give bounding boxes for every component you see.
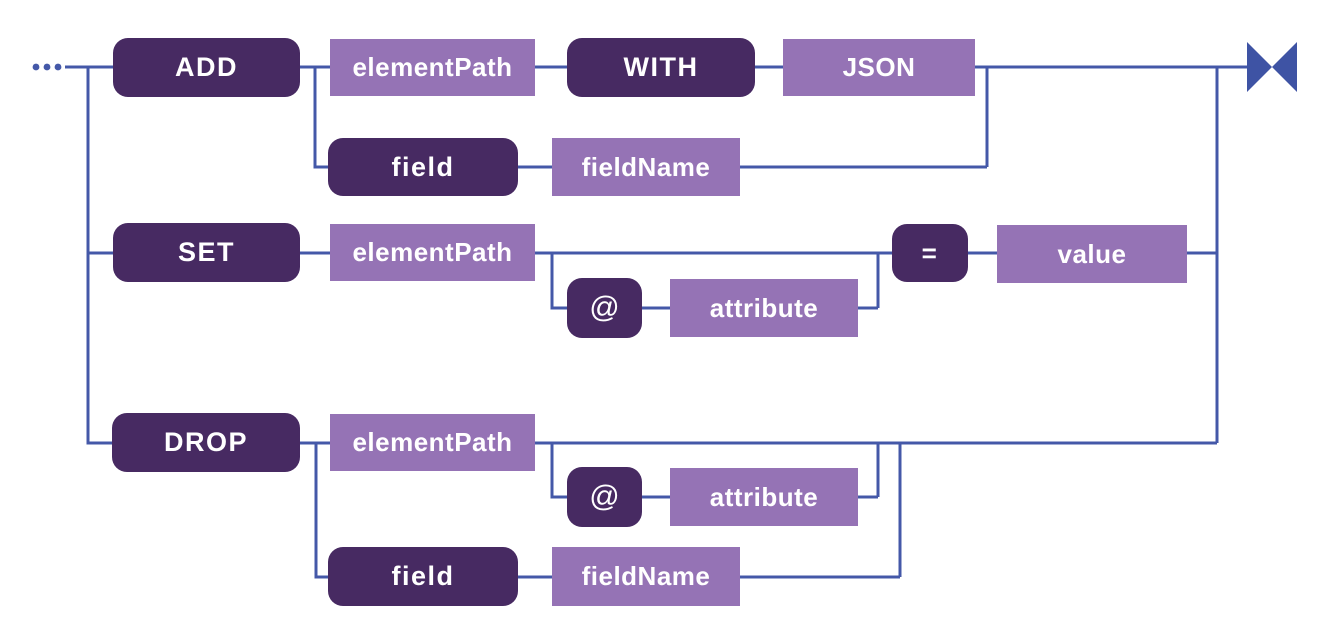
node-drop-at-keyword: @: [567, 467, 642, 527]
node-drop-fieldname: fieldName: [552, 547, 740, 606]
node-with-keyword: WITH: [567, 38, 755, 97]
node-drop-attribute: attribute: [670, 468, 858, 526]
node-json-operand: JSON: [783, 39, 975, 96]
node-set-at-keyword: @: [567, 278, 642, 338]
start-ellipsis-icon: [32, 63, 62, 71]
wire-add-row: [65, 65, 1247, 445]
node-add-field-keyword: field: [328, 138, 518, 196]
node-drop-field-keyword: field: [328, 547, 518, 606]
node-set-attribute: attribute: [670, 279, 858, 337]
end-terminator-icon: [1247, 42, 1297, 92]
node-drop-elementpath: elementPath: [330, 414, 535, 471]
wire-drop-row: [300, 67, 1219, 579]
wire-set-row: [300, 251, 1217, 310]
node-equals-keyword: =: [892, 224, 968, 282]
node-set-keyword: SET: [113, 223, 300, 282]
node-set-elementpath: elementPath: [330, 224, 535, 281]
node-add-fieldname: fieldName: [552, 138, 740, 196]
node-add-keyword: ADD: [113, 38, 300, 97]
node-drop-keyword: DROP: [112, 413, 300, 472]
node-value-operand: value: [997, 225, 1187, 283]
node-add-elementpath: elementPath: [330, 39, 535, 96]
